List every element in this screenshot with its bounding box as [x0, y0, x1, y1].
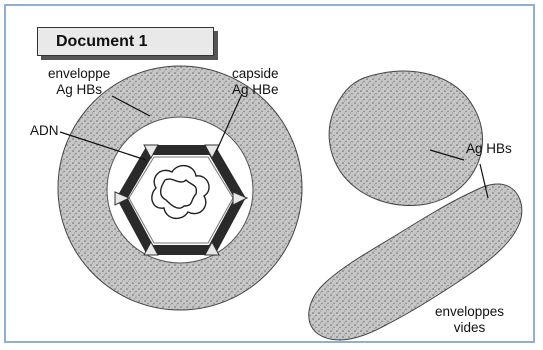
empty-envelopes-label: enveloppes vides	[435, 304, 504, 336]
capsid-label-line2: Ag HBe	[232, 82, 279, 98]
capsid-label-line1: capside	[232, 66, 279, 82]
envelope-label: enveloppe Ag HBs	[48, 66, 110, 98]
document-title-box: Document 1	[37, 27, 214, 56]
capsid-label: capside Ag HBe	[232, 66, 279, 98]
envelope-label-line2: Ag HBs	[48, 82, 110, 98]
empty-envelopes-label-line2: vides	[435, 320, 504, 336]
dna-label: ADN	[30, 123, 59, 139]
document-title: Document 1	[56, 33, 148, 51]
ag-hbs-sphere	[329, 71, 482, 205]
envelope-label-line1: enveloppe	[48, 66, 110, 82]
ag-hbs-label: Ag HBs	[466, 141, 512, 157]
empty-envelopes-label-line1: enveloppes	[435, 304, 504, 320]
